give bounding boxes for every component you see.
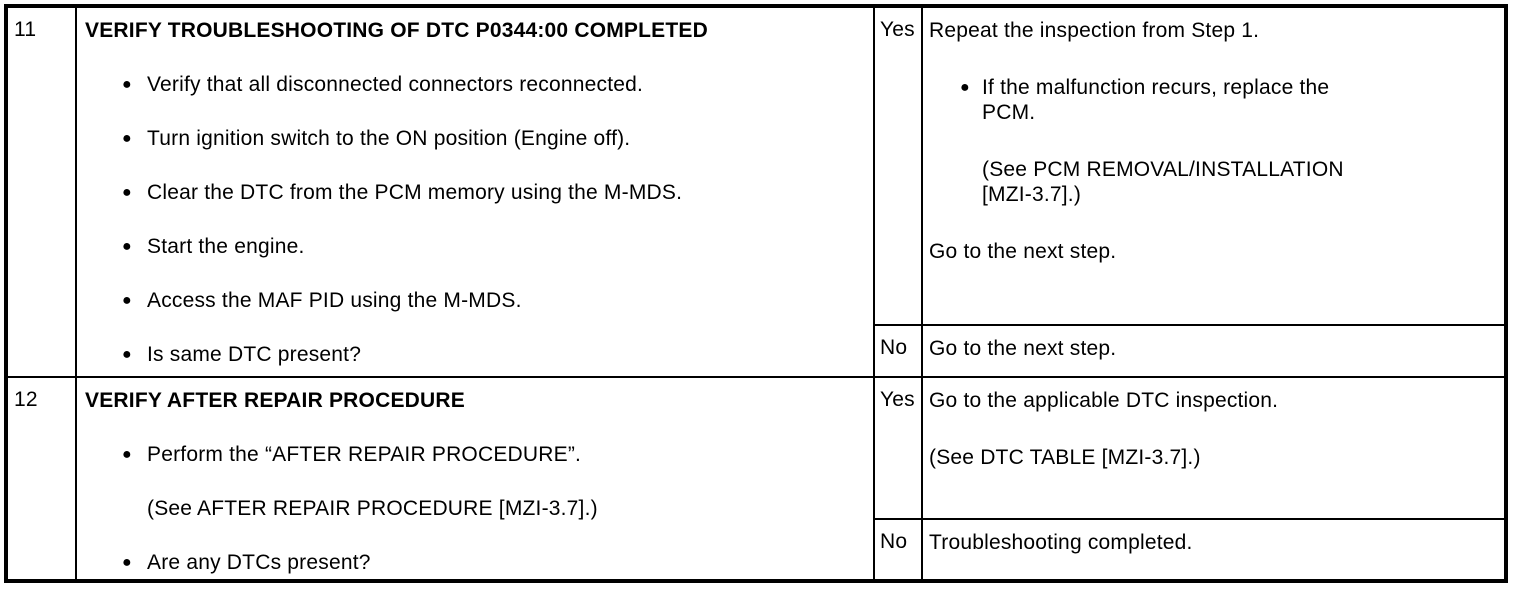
step-11-yes-result-cell: Repeat the inspection from Step 1. ● If …	[921, 5, 1507, 326]
action-bullet-item: ● Verify that all disconnected connector…	[85, 72, 861, 97]
step-12-no-row: No Troubleshooting completed.	[6, 518, 1507, 582]
action-bullet-item: ● Start the engine.	[85, 234, 861, 259]
result-see-reference: (See DTC TABLE [MZI-3.7].)	[929, 445, 1496, 470]
bullet-icon: ●	[122, 76, 132, 93]
action-bullet-item: ● Clear the DTC from the PCM memory usin…	[85, 180, 861, 205]
result-line: Troubleshooting completed.	[929, 531, 1193, 554]
step-number: 11	[14, 18, 37, 41]
step-12-action-cell: VERIFY AFTER REPAIR PROCEDURE ● Perform …	[75, 376, 875, 582]
step-12-yes-row: 12 VERIFY AFTER REPAIR PROCEDURE ● Perfo…	[5, 376, 1507, 582]
action-item-text: Start the engine.	[147, 235, 305, 258]
result-paragraph: Repeat the inspection from Step 1.	[929, 18, 1496, 43]
troubleshooting-table: 11 VERIFY TROUBLESHOOTING OF DTC P0344:0…	[4, 4, 1508, 583]
step-12-no-label-cell: No	[873, 518, 923, 582]
action-item-text: (See AFTER REPAIR PROCEDURE [MZI-3.7].)	[147, 497, 598, 520]
step-12-action-title: VERIFY AFTER REPAIR PROCEDURE	[85, 389, 465, 412]
result-paragraph: Go to the next step.	[929, 239, 1496, 264]
action-see-reference: (See AFTER REPAIR PROCEDURE [MZI-3.7].)	[85, 496, 861, 521]
step-11-action-items: ● Verify that all disconnected connector…	[85, 72, 861, 367]
result-line: Go to the applicable DTC inspection.	[929, 389, 1279, 412]
action-bullet-item: ● Access the MAF PID using the M-MDS.	[85, 288, 861, 313]
result-line: If the malfunction recurs, replace the	[982, 76, 1330, 99]
result-line: Repeat the inspection from Step 1.	[929, 19, 1260, 42]
no-label: No	[880, 336, 908, 359]
step-11-action-title: VERIFY TROUBLESHOOTING OF DTC P0344:00 C…	[85, 19, 708, 42]
step-11-yes-label-cell: Yes	[873, 5, 923, 326]
step-12-yes-result-cell: Go to the applicable DTC inspection. (Se…	[921, 376, 1507, 520]
bullet-icon: ●	[122, 184, 132, 201]
result-line: (See PCM REMOVAL/INSTALLATION	[982, 158, 1344, 181]
result-line: (See DTC TABLE [MZI-3.7].)	[929, 446, 1201, 469]
bullet-icon: ●	[122, 446, 132, 463]
bullet-icon: ●	[122, 130, 132, 147]
yes-label: Yes	[880, 18, 915, 41]
result-see-reference: (See PCM REMOVAL/INSTALLATION [MZI-3.7].…	[929, 157, 1496, 207]
action-item-text: Clear the DTC from the PCM memory using …	[147, 181, 683, 204]
action-item-text: Are any DTCs present?	[147, 551, 371, 574]
yes-label: Yes	[880, 388, 915, 411]
action-item-text: Is same DTC present?	[147, 343, 362, 366]
step-11-number-cell: 11	[5, 5, 77, 378]
step-12-action-items: ● Perform the “AFTER REPAIR PROCEDURE”. …	[85, 442, 861, 575]
result-line: [MZI-3.7].)	[982, 183, 1082, 206]
result-bullet-item: ● If the malfunction recurs, replace the…	[929, 75, 1496, 125]
action-item-text: Perform the “AFTER REPAIR PROCEDURE”.	[147, 443, 582, 466]
result-line: Go to the next step.	[929, 240, 1117, 263]
result-paragraph: Go to the next step.	[929, 336, 1496, 361]
action-item-text: Turn ignition switch to the ON position …	[147, 127, 631, 150]
action-bullet-item: ● Turn ignition switch to the ON positio…	[85, 126, 861, 151]
step-11-action-cell: VERIFY TROUBLESHOOTING OF DTC P0344:00 C…	[75, 5, 875, 378]
result-line: PCM.	[982, 101, 1036, 124]
action-item-text: Access the MAF PID using the M-MDS.	[147, 289, 522, 312]
step-number: 12	[14, 388, 38, 411]
step-11-no-label-cell: No	[873, 324, 923, 378]
action-item-text: Verify that all disconnected connectors …	[147, 73, 644, 96]
step-12-yes-label-cell: Yes	[873, 376, 923, 520]
bullet-icon: ●	[122, 554, 132, 571]
bullet-icon: ●	[122, 238, 132, 255]
step-11-no-result-cell: Go to the next step.	[921, 324, 1507, 378]
step-11-no-row: No Go to the next step.	[6, 324, 1507, 378]
bullet-icon: ●	[960, 79, 970, 96]
action-bullet-item: ● Is same DTC present?	[85, 342, 861, 367]
result-paragraph: Go to the applicable DTC inspection.	[929, 388, 1496, 413]
result-paragraph: Troubleshooting completed.	[929, 530, 1496, 555]
action-bullet-item: ● Are any DTCs present?	[85, 550, 861, 575]
bullet-icon: ●	[122, 346, 132, 363]
action-bullet-item: ● Perform the “AFTER REPAIR PROCEDURE”.	[85, 442, 861, 467]
no-label: No	[880, 530, 908, 553]
step-11-yes-row: 11 VERIFY TROUBLESHOOTING OF DTC P0344:0…	[5, 5, 1507, 378]
result-line: Go to the next step.	[929, 337, 1117, 360]
step-12-number-cell: 12	[5, 376, 77, 582]
bullet-icon: ●	[122, 292, 132, 309]
step-12-no-result-cell: Troubleshooting completed.	[921, 518, 1507, 582]
